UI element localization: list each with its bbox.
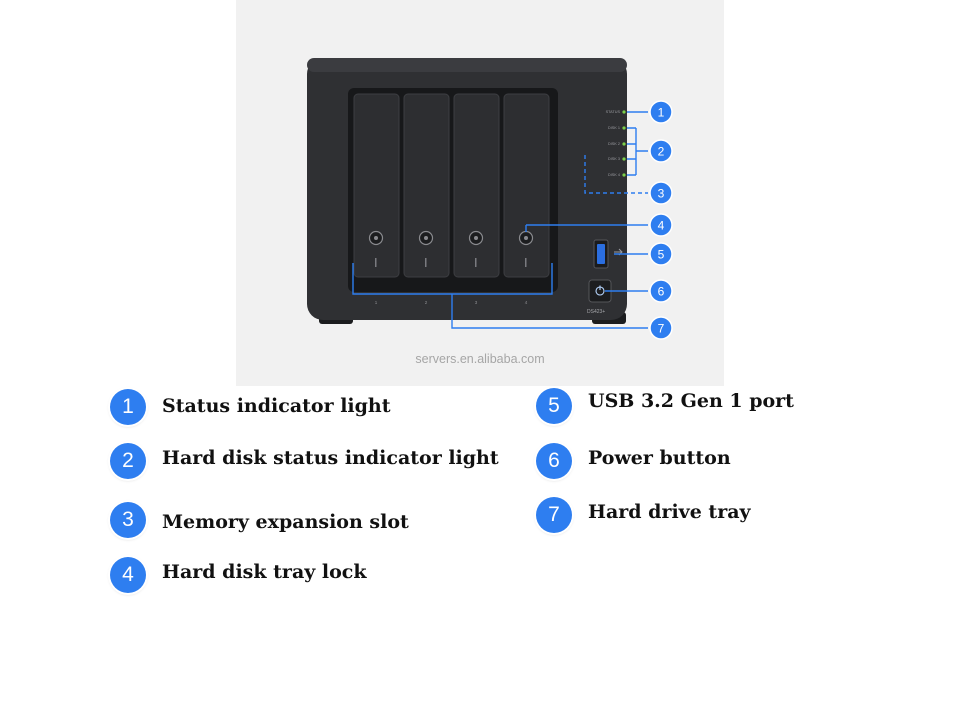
legend-badge-2: 2 [110,443,146,479]
drive-tray-2 [404,94,449,277]
legend-label-2: Hard disk status indicator light [162,447,499,469]
callout-number-4: 4 [658,219,665,233]
legend-label-7: Hard drive tray [588,501,751,523]
led-disk-1 [622,126,625,129]
legend-badge-4: 4 [110,557,146,593]
led-label-disk-1: DISK 1 [608,126,620,130]
callout-number-2: 2 [658,145,665,159]
legend-badge-1: 1 [110,389,146,425]
legend-badge-5: 5 [536,388,572,424]
led-label-disk-2: DISK 2 [608,142,620,146]
legend-badge-7: 7 [536,497,572,533]
led-label-disk-4: DISK 4 [608,173,620,177]
callout-number-1: 1 [658,106,665,120]
nas-product-photo: 1 2 3 4 STATUS DISK 1 DISK 2 DISK 3 DISK… [236,0,724,386]
drive-tray-4 [504,94,549,277]
callout-number-3: 3 [658,187,665,201]
legend-label-4: Hard disk tray lock [162,561,367,583]
leader-line-2 [627,128,648,175]
legend-label-1: Status indicator light [162,395,391,417]
watermark: servers.en.alibaba.com [236,352,724,366]
model-label: DS423+ [587,309,605,315]
callout-number-7: 7 [658,322,665,336]
callout-number-5: 5 [658,248,665,262]
nas-device-illustration: 1 2 3 4 STATUS DISK 1 DISK 2 DISK 3 DISK… [236,0,724,386]
led-label-status: STATUS [606,110,621,114]
legend-label-6: Power button [588,447,731,469]
drive-tray-3 [454,94,499,277]
legend-label-3: Memory expansion slot [162,511,409,533]
led-label-disk-3: DISK 3 [608,157,620,161]
legend-label-5: USB 3.2 Gen 1 port [588,390,794,412]
callout-number-6: 6 [658,285,665,299]
legend-badge-3: 3 [110,502,146,538]
usb-port-insert [597,244,605,264]
led-status [622,110,625,113]
drive-tray-1 [354,94,399,277]
legend-badge-6: 6 [536,443,572,479]
device-top-edge [307,58,627,72]
led-disk-3 [622,157,625,160]
led-disk-4 [622,173,625,176]
led-disk-2 [622,142,625,145]
